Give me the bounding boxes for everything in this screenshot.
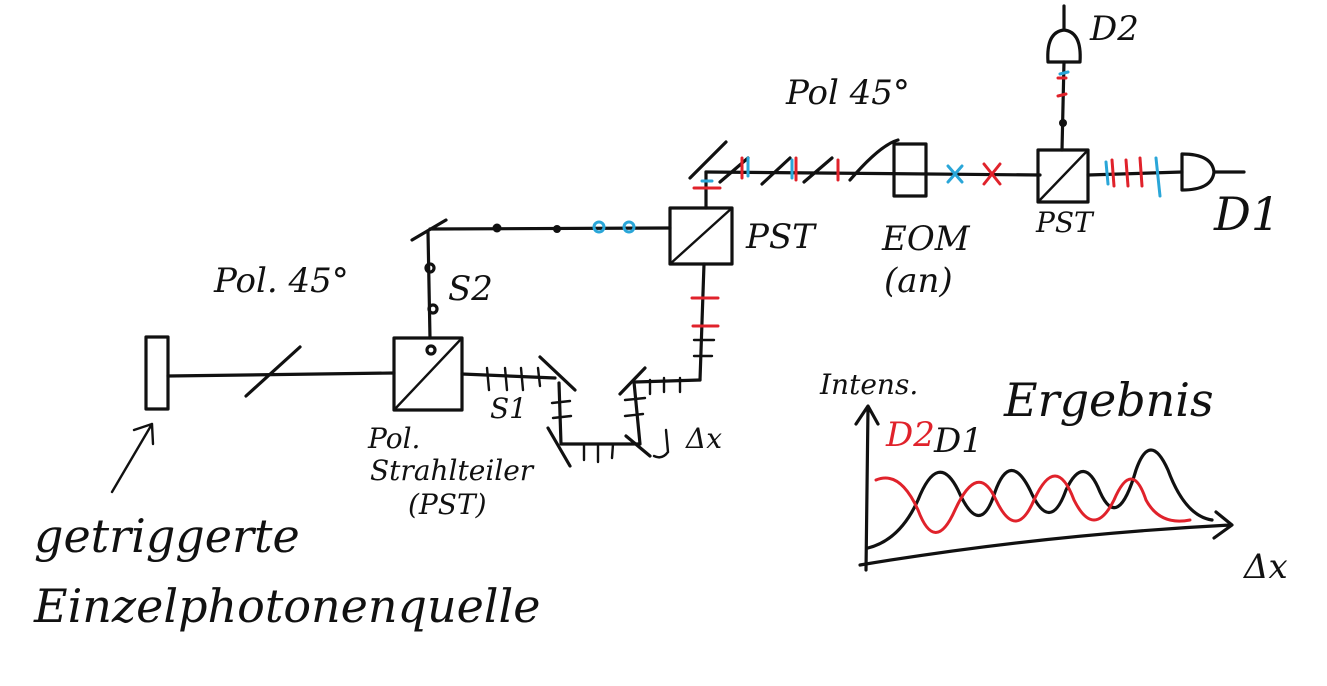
- label-result-title: Ergebnis: [1003, 373, 1214, 427]
- cross-cyan: [946, 164, 964, 184]
- beam-s2-to-pst: [428, 226, 672, 231]
- delay-mirror-bottom-right: [624, 434, 652, 458]
- detector-d2: [1046, 28, 1082, 64]
- beam-s2: [426, 230, 432, 340]
- delay-brace: [652, 428, 670, 459]
- polarizing-beam-splitter-3: [1036, 148, 1090, 204]
- photon-source: [144, 335, 170, 411]
- beam-to-d1: [1086, 170, 1184, 177]
- result-graph: [854, 404, 1234, 572]
- beam-top: [704, 170, 1042, 177]
- label-delta-x: Δx: [685, 422, 722, 455]
- x-axis: [858, 510, 1234, 567]
- cyan-mark-d2: [1058, 70, 1070, 76]
- beam-delay-to-pst: [698, 262, 706, 382]
- polarizer-left: [244, 345, 302, 398]
- label-pol-45-left: Pol. 45°: [213, 261, 349, 301]
- polarizing-beam-splitter-2: [668, 206, 734, 266]
- label-intensity-axis: Intens.: [819, 368, 918, 401]
- eom-lens: [848, 138, 900, 182]
- label-s2: S2: [448, 269, 493, 309]
- label-pst-right: PST: [1035, 206, 1095, 239]
- red-marks-vertical: [690, 296, 720, 328]
- red-ticks-top: [740, 156, 840, 182]
- label-s1: S1: [490, 392, 527, 425]
- delay-loop: [557, 378, 702, 446]
- label-pst-middle: PST: [745, 217, 817, 257]
- mirror-s1: [538, 355, 577, 392]
- cyan-ticks-top: [746, 156, 794, 180]
- label-pbs-3: (PST): [408, 488, 487, 521]
- mirror-top: [688, 140, 728, 180]
- legend-d2: D2: [885, 415, 935, 455]
- legend-d1: D1: [933, 421, 983, 461]
- label-d1: D1: [1213, 187, 1280, 241]
- delay-ticks: [550, 376, 682, 464]
- black-ticks-vertical: [692, 338, 716, 358]
- label-source-top: getriggerte: [34, 509, 300, 563]
- label-eom-state: (an): [884, 261, 953, 301]
- beam-s1: [460, 372, 557, 380]
- label-d2: D2: [1089, 9, 1139, 49]
- label-pbs-2: Strahlteiler: [370, 454, 535, 487]
- label-x-axis: Δx: [1242, 547, 1288, 587]
- label-source-bottom: Einzelphotonenquelle: [33, 579, 540, 633]
- curve-d1: [866, 448, 1214, 550]
- y-axis: [854, 404, 880, 572]
- delay-mirror-bottom-left: [546, 426, 572, 468]
- beam-source-pbs: [166, 371, 396, 378]
- beam-to-d2: [1060, 60, 1066, 152]
- cross-red: [982, 162, 1002, 186]
- label-pbs-1: Pol.: [367, 422, 420, 455]
- cyan-ticks-d1: [1104, 156, 1162, 198]
- eom-box: [892, 142, 928, 198]
- red-ticks-d1: [1110, 156, 1144, 188]
- curve-d2: [874, 474, 1192, 534]
- s1-ticks: [485, 366, 542, 392]
- source-arrow: [110, 422, 155, 494]
- label-eom: EOM: [881, 219, 971, 259]
- label-pol-45-top: Pol 45°: [785, 73, 910, 113]
- detector-d1: [1180, 152, 1216, 192]
- red-marks-d2: [1056, 76, 1068, 98]
- delay-mirror-top-right: [618, 366, 647, 396]
